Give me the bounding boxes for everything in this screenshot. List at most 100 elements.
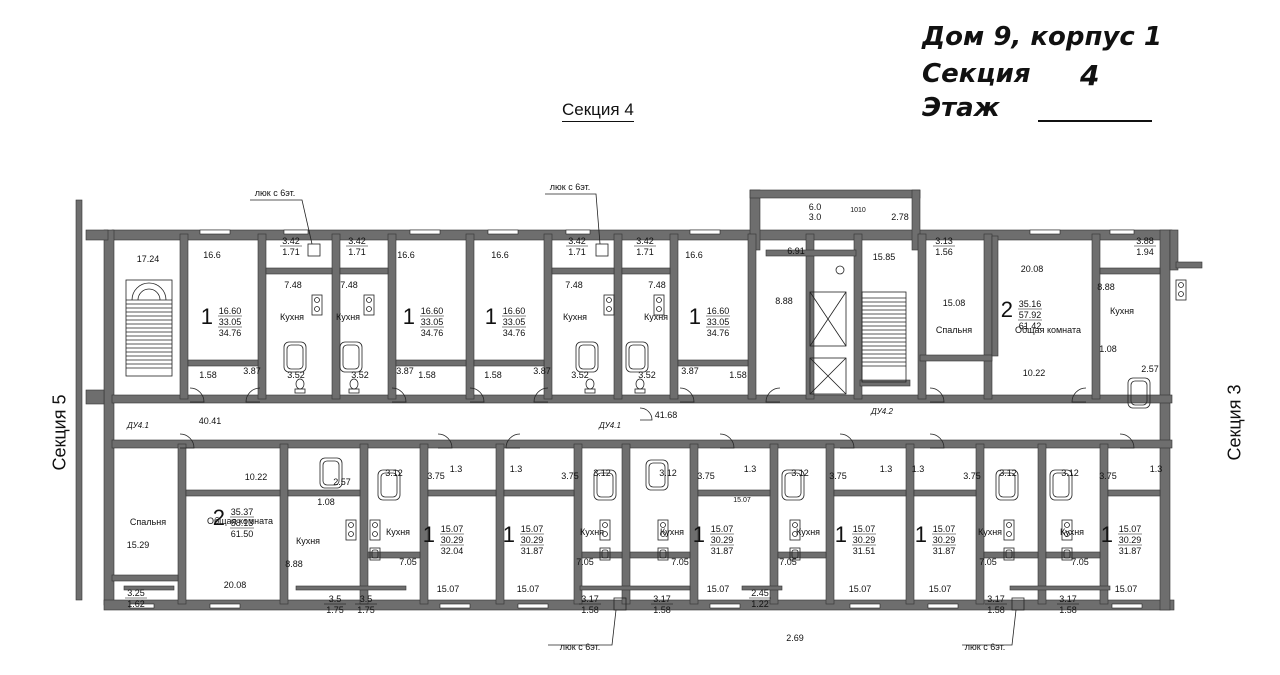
apt-l4-total-b: 31.51 [853,546,876,556]
apt-u2-living: 16.60 [421,306,444,316]
apt-ll-living: 35.37 [231,507,254,517]
wall [295,585,407,591]
floor-label: Этаж [922,93,1000,123]
bathtub-inner [784,472,802,498]
lower-kitchen-label: Кухня [796,527,820,537]
apt-ur-total: 57.92 [1019,310,1042,320]
ur-bedroom-label: Спальня [936,325,972,335]
door-swing [469,387,485,403]
l3-room: 15.07 [707,584,730,594]
area-label: 20.08 [224,580,247,590]
wall [777,551,827,559]
sink [599,547,611,561]
apt-l3-total: 30.29 [711,535,734,545]
elevator-2 [809,357,847,395]
ll-balcony-a: 3.25 [127,588,145,598]
wall [905,443,915,605]
area-label: 2.78 [891,212,909,222]
wall [103,599,1175,611]
hatch-note-4: люк с 6эт. [965,642,1005,652]
lower-balcony-3: 3.17 [987,594,1005,604]
apt-l4-rooms: 1 [835,522,847,547]
window [517,603,549,609]
bathtub-inner [596,472,614,498]
wall [179,233,189,400]
u4-store: 1.58 [729,370,747,380]
apt-l3-total-b: 31.87 [711,546,734,556]
apt-ll-total-b: 61.50 [231,529,254,539]
apt-l1-living: 15.07 [441,524,464,534]
apt-l1-total: 30.29 [441,535,464,545]
lower-store: 1.3 [510,464,523,474]
wall [331,233,341,400]
door-swing [505,433,521,449]
apt-l2-rooms: 1 [503,522,515,547]
bathtub [575,341,599,373]
wall [747,233,757,400]
toilet [585,378,595,390]
wall [465,233,475,400]
lower-balcony-4: 3.17 [1059,594,1077,604]
apt-u3-total-b: 34.76 [503,328,526,338]
u4-bath: 3.52 [638,370,656,380]
apt-l3-living: 15.07 [711,524,734,534]
burner [1064,531,1070,537]
burner [656,297,662,303]
wall [85,389,105,405]
sink-bowl [1005,549,1013,559]
wall [75,199,83,601]
stove [363,294,375,316]
wall [1159,229,1171,611]
wall [1099,443,1109,605]
toilet [635,378,645,390]
window [927,603,959,609]
ll-balcony-c-b: 1.75 [357,605,375,615]
area-label: 15.29 [127,540,150,550]
apt-l6-rooms: 1 [1101,522,1113,547]
hatch-note-3: люк с 6эт. [560,642,600,652]
floor-blank-line [1038,120,1152,122]
wall [859,379,911,387]
upper-balcony-2: 3.42 [568,236,586,246]
bathtub [781,469,805,501]
window [283,229,309,235]
burner [1006,522,1012,528]
ur-balcony-b-b: 1.94 [1136,247,1154,257]
lower-kitchen: 7.05 [399,557,417,567]
window [209,603,241,609]
apt-ur-rooms: 2 [1001,297,1013,322]
window [1109,229,1135,235]
burner [606,297,612,303]
apt-l5-total: 30.29 [933,535,956,545]
upper-kitchen-label: Кухня [563,312,587,322]
apt-ur-living: 35.16 [1019,299,1042,309]
section-label: Секция [922,59,1031,89]
stove [603,294,615,316]
l5-room: 15.07 [929,584,952,594]
apt-u4-total-b: 34.76 [707,328,730,338]
wall [427,489,497,497]
wall [1045,551,1101,559]
burner [602,531,608,537]
u3-room: 16.6 [491,250,509,260]
window [565,229,591,235]
door-swing [189,387,205,403]
u3-bath: 3.52 [571,370,589,380]
sink-bowl [791,549,799,559]
lower-bath: 3.12 [593,468,611,478]
lower-kitchen: 7.05 [979,557,997,567]
lower-bath: 3.12 [659,468,677,478]
upper-kitchen-label: Кухня [336,312,360,322]
smoke-1: ДУ4.1 [126,421,149,430]
wall [833,489,907,497]
apt-ll-rooms: 2 [213,505,225,530]
wall [853,233,863,400]
u2-hall: 3.87 [396,366,414,376]
door-swing [839,433,855,449]
u2-store: 1.58 [418,370,436,380]
bathtub-inner [648,462,666,488]
upper-balcony-0-b: 1.71 [282,247,300,257]
area-label: 41.68 [655,410,678,420]
wall [669,233,679,400]
lower-kitchen: 7.05 [779,557,797,567]
